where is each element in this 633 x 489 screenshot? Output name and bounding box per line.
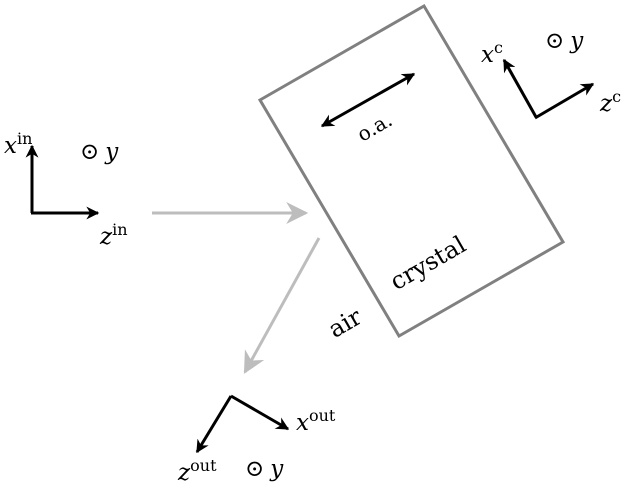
dot-symbol-out: ⊙ — [245, 456, 264, 482]
out-frame-z-axis — [195, 395, 233, 454]
out-frame-z-label: zout — [177, 456, 217, 486]
dot-symbol-crystal: ⊙ — [545, 28, 564, 54]
crystal-frame-x-axis — [502, 58, 538, 118]
out-frame-x-label: xout — [296, 406, 336, 436]
air-label: air — [324, 302, 367, 343]
out-frame-x-axis — [230, 394, 290, 431]
crystal-frame-z-label: zc — [599, 87, 621, 117]
crystal-frame-y-label: ⊙y — [545, 28, 584, 54]
crystal-frame-x-label: xc — [481, 38, 503, 68]
crystal-frame-z-axis — [534, 82, 595, 120]
optic-axis-label: o.a. — [353, 107, 396, 146]
in-frame-y-label: ⊙y — [80, 139, 119, 165]
in-frame-z-label: zin — [99, 220, 128, 250]
crystal-label: crystal — [385, 230, 470, 295]
in-frame-x-label: xin — [4, 129, 32, 159]
out-frame-y-label: ⊙y — [245, 456, 284, 482]
crystal-block — [257, 3, 566, 339]
optic-axis-arrow — [320, 72, 416, 128]
dot-symbol-in: ⊙ — [80, 139, 99, 165]
reflected-beam — [243, 237, 321, 374]
